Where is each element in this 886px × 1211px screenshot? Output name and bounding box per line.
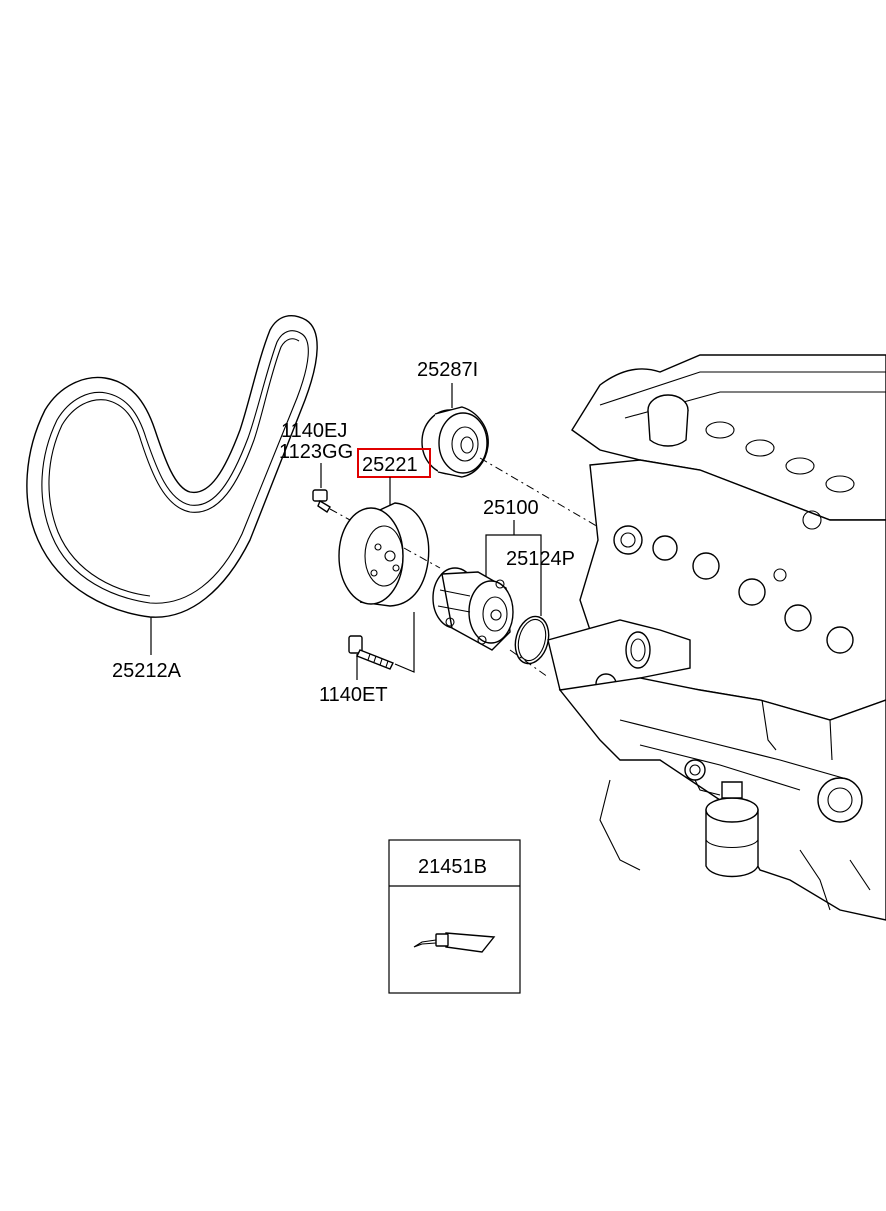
- pump-pulley-label[interactable]: 25221: [362, 454, 418, 476]
- engine-block[interactable]: [547, 354, 886, 921]
- drive-belt[interactable]: [26, 314, 318, 655]
- highlight-box: [357, 448, 431, 478]
- belt-label[interactable]: 25212A: [112, 660, 182, 682]
- gasket-label[interactable]: 25124P: [506, 548, 575, 570]
- water-pump-label[interactable]: 25100: [483, 497, 539, 519]
- bolt-label-1123gg[interactable]: 1123GG: [279, 441, 353, 463]
- sealant-tube-icon: [413, 932, 496, 953]
- idler-pulley[interactable]: [421, 383, 489, 478]
- top-bolt[interactable]: [312, 489, 331, 513]
- gasket[interactable]: [510, 613, 553, 668]
- bottom-bolt[interactable]: [348, 635, 394, 670]
- bolt-label-1140ej[interactable]: 1140EJ: [281, 420, 347, 442]
- water-pump-pulley[interactable]: [338, 502, 430, 607]
- idler-pulley-label[interactable]: 25287I: [417, 359, 478, 381]
- water-pump[interactable]: [432, 567, 514, 651]
- assembly-lines: [329, 457, 613, 678]
- sealant-box[interactable]: [388, 839, 521, 994]
- bottom-bolt-label[interactable]: 1140ET: [319, 684, 388, 706]
- sealant-label[interactable]: 21451B: [418, 856, 487, 878]
